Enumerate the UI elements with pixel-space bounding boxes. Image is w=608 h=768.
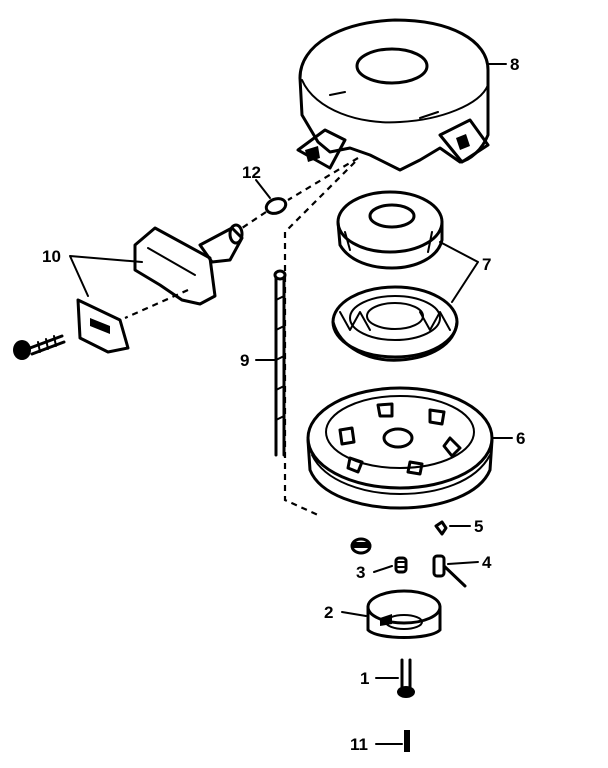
starter-rope-drawing	[273, 269, 287, 457]
label-part-9: 9	[240, 351, 249, 370]
label-part-12: 12	[242, 163, 261, 182]
leader-12	[255, 179, 271, 199]
label-part-8: 8	[510, 55, 519, 74]
retainer-ring-drawing	[264, 197, 288, 215]
pin-drawing	[432, 554, 467, 588]
assembly-line-latch-to-bracket	[124, 288, 189, 320]
leader-10	[69, 255, 143, 297]
label-part-4: 4	[482, 553, 492, 572]
label-part-1: 1	[360, 669, 369, 688]
small-pin-drawing	[404, 730, 410, 752]
leader-2	[341, 611, 367, 617]
label-part-11: 11	[350, 735, 368, 754]
bolt-drawing	[397, 658, 415, 698]
assembly-line-ring-to-latch	[241, 211, 267, 229]
retainer-cup-drawing	[366, 589, 442, 639]
screw-drawing	[13, 334, 66, 360]
rewind-spring-drawing	[331, 285, 459, 362]
housing-cover-drawing	[296, 18, 490, 172]
assembly-line-housing-to-ring	[287, 157, 359, 201]
leader-4	[447, 561, 479, 565]
leader-7	[439, 241, 479, 303]
latch-assembly-drawing	[76, 223, 244, 354]
label-part-3: 3	[356, 563, 365, 582]
spring-cover-drawing	[336, 190, 444, 270]
label-part-6: 6	[516, 429, 525, 448]
label-part-5: 5	[474, 517, 483, 536]
label-part-7: 7	[482, 255, 491, 274]
leader-3	[373, 565, 393, 573]
rope-pulley-drawing	[306, 386, 494, 510]
washer-drawing	[350, 520, 448, 555]
pawl-spring-drawing	[394, 556, 408, 574]
label-part-10: 10	[42, 247, 61, 266]
label-part-2: 2	[324, 603, 333, 622]
